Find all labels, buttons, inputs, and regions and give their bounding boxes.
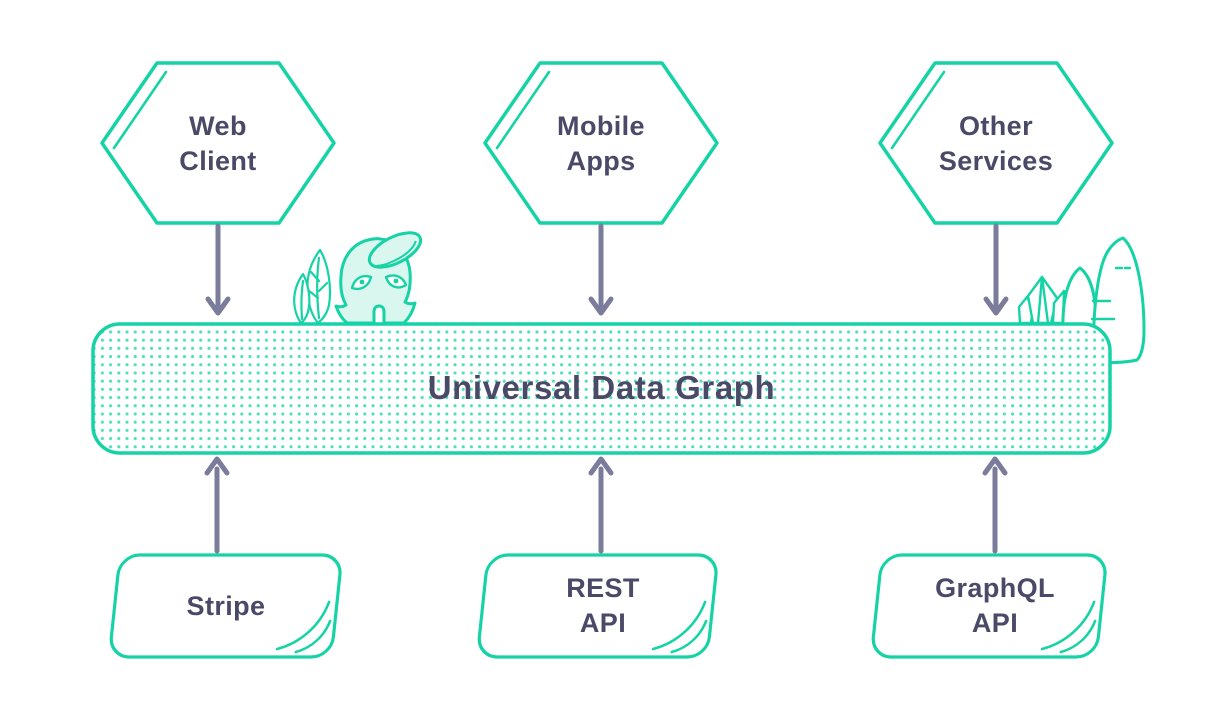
arrow-down-icon <box>983 223 1009 316</box>
arrow-up-icon <box>588 456 614 554</box>
hexagon-accent-line <box>495 70 551 150</box>
box-corner-accent <box>670 619 708 654</box>
box-corner-accent <box>1040 600 1096 651</box>
box-stripe <box>109 553 342 659</box>
client-hexagons <box>100 61 1114 225</box>
hexagon-accent-line <box>112 70 168 150</box>
hexagon-accent-line <box>890 70 946 150</box>
client-to-hub-arrows <box>205 223 1009 316</box>
source-to-hub-arrows <box>204 456 1008 554</box>
arrow-up-icon <box>982 456 1008 554</box>
source-boxes <box>109 553 1107 659</box>
box-graphql-api <box>871 553 1107 659</box>
arrow-up-icon <box>204 456 230 554</box>
hexagon-web-client <box>100 61 336 225</box>
arrow-down-icon <box>205 223 231 316</box>
box-corner-accent <box>1059 619 1097 654</box>
leaf-icon <box>293 248 332 325</box>
arrow-down-icon <box>588 223 614 316</box>
hub-rect <box>91 322 1112 455</box>
ghost-beret <box>367 231 423 269</box>
hill-icon <box>1061 236 1146 365</box>
hexagon-other-services <box>878 61 1114 225</box>
hub-node <box>91 322 1112 455</box>
ghost-eyes <box>350 274 408 291</box>
box-rest-api <box>477 553 718 659</box>
hexagon-mobile-apps <box>483 61 719 225</box>
ghost-mascot-icon <box>293 231 423 325</box>
box-corner-accent <box>651 600 707 651</box>
box-corner-accent <box>294 619 332 654</box>
box-corner-accent <box>275 600 331 651</box>
